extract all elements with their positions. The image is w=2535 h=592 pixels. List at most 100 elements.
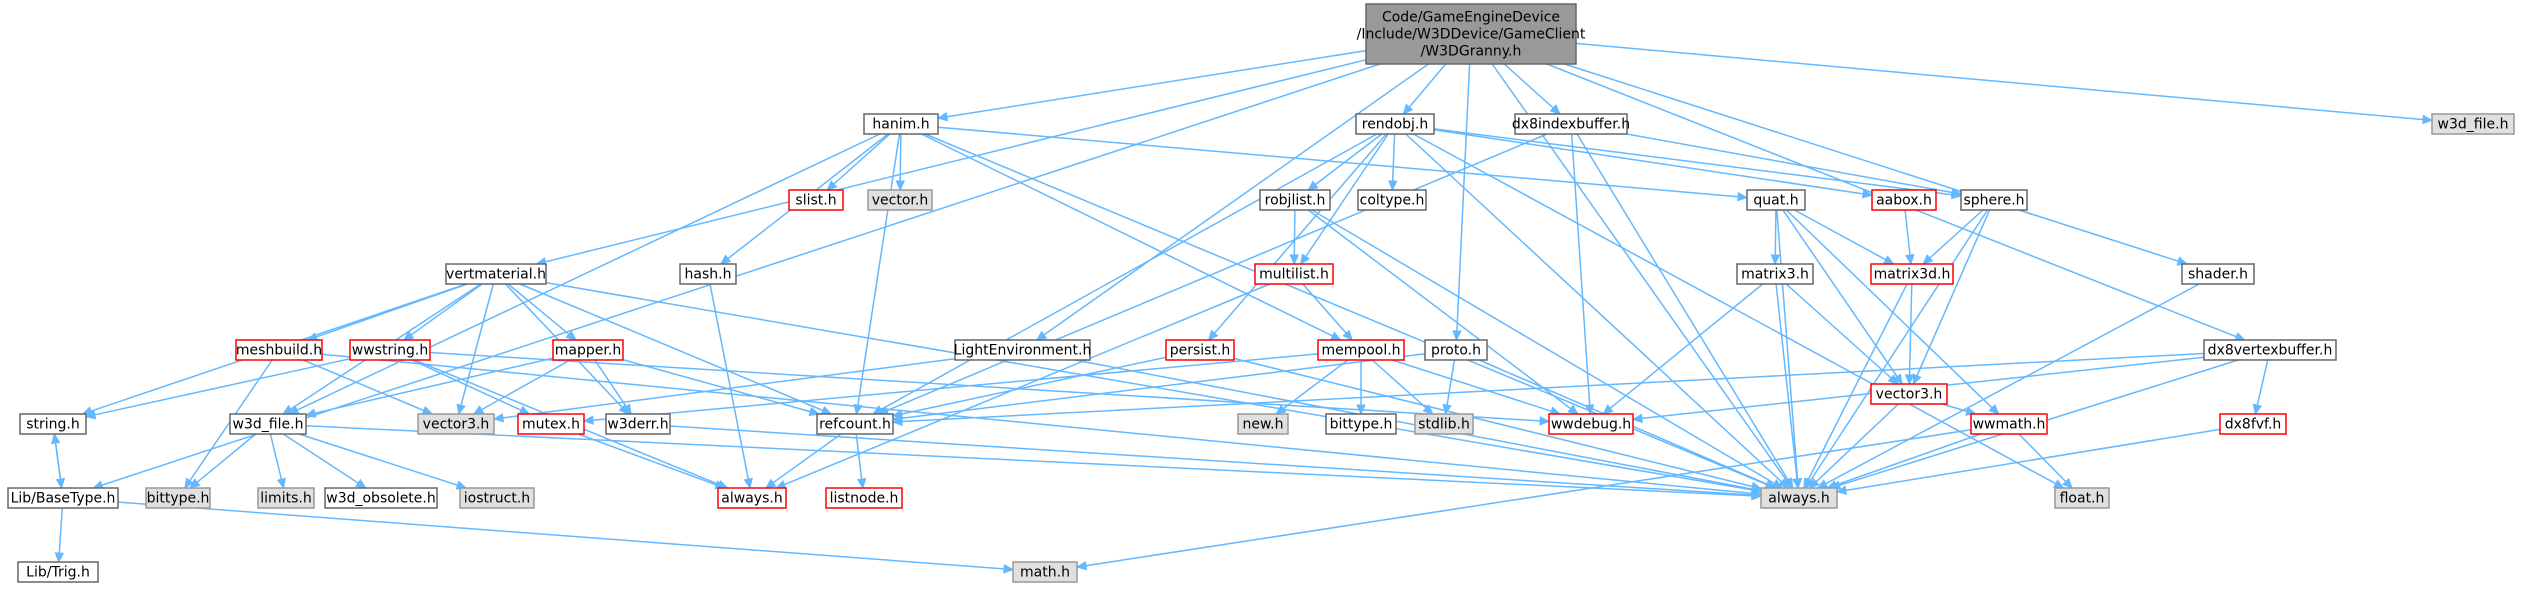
node-w3d-file[interactable]: w3d_file.h [2431,113,2515,135]
node-bittype-h[interactable]: bittype.h [1325,413,1397,435]
edge-mapper-to-w3d_file_h [314,357,554,414]
edge-arrowhead-mempool-to-bittype_h [1356,404,1366,416]
node-rendobj[interactable]: rendobj.h [1355,113,1435,135]
node-label: limits.h [260,491,311,507]
node-proto[interactable]: proto.h [1424,339,1488,361]
node-wwdebug[interactable]: wwdebug.h [1548,413,1634,435]
node-dx8fvf[interactable]: dx8fvf.h [2219,413,2287,435]
edge-hanim-to-w3d_file_h [296,133,881,411]
node-label: dx8vertexbuffer.h [2208,343,2333,359]
node-mapper[interactable]: mapper.h [552,339,624,361]
node-trig[interactable]: Lib/Trig.h [17,561,99,583]
node-basetype[interactable]: Lib/BaseType.h [7,487,119,509]
node-label: mapper.h [555,343,621,359]
edge-w3d_file_h-to-w3d_obsolete [282,433,359,484]
node-math[interactable]: math.h [1012,561,1078,583]
node-label: quat.h [1753,193,1798,209]
edge-arrowhead-basetype-to-trig [54,552,65,564]
edge-arrowhead-root-to-lightenv [1035,330,1048,341]
node-hash[interactable]: hash.h [679,263,737,285]
node-meshbuild[interactable]: meshbuild.h [235,339,323,361]
node-label: always.h [721,491,782,507]
edge-arrowhead-matrix3d-to-vector3 [1904,374,1915,386]
node-bittype-ext[interactable]: bittype.h [145,487,211,509]
node-new[interactable]: new.h [1237,413,1289,435]
node-wwstring[interactable]: wwstring.h [349,339,431,361]
node-float[interactable]: float.h [2054,487,2110,509]
node-persist[interactable]: persist.h [1165,339,1235,361]
node-shader[interactable]: shader.h [2181,263,2255,285]
node-stdlib[interactable]: stdlib.h [1414,413,1474,435]
node-w3d-file-h[interactable]: w3d_file.h [229,413,307,435]
node-box [1548,413,1634,435]
node-box [1760,487,1838,509]
node-lightenv[interactable]: LightEnvironment.h [954,339,1092,361]
node-refcount[interactable]: refcount.h [816,413,894,435]
nodes-layer: Code/GameEngineDevice/Include/W3DDevice/… [7,3,2515,583]
node-vector[interactable]: vector.h [867,189,933,211]
node-box [1365,3,1577,65]
edge-mempool-to-wwdebug [1391,359,1552,412]
edge-arrowhead-wwmath-to-math [1075,560,1088,571]
node-always-ext[interactable]: always.h [1760,487,1838,509]
edge-arrowhead-quat-to-matrix3d [1882,255,1895,265]
node-vertmaterial[interactable]: vertmaterial.h [445,263,547,285]
node-listnode[interactable]: listnode.h [825,487,903,509]
edge-arrowhead-dx8vertexbuffer-to-wwdebug [1631,413,1643,424]
node-always-red[interactable]: always.h [717,487,787,509]
node-box [816,413,894,435]
edge-arrowhead-hanim-to-slist [826,180,838,191]
node-limits[interactable]: limits.h [257,487,315,509]
node-label: w3d_obsolete.h [326,491,435,507]
edge-arrowhead-robjlist-to-multilist [1289,254,1300,266]
edge-arrowhead-refcount-to-listnode [856,478,867,490]
edge-arrowhead-sphere-to-matrix3d [1922,254,1934,265]
node-matrix3d[interactable]: matrix3d.h [1870,263,1954,285]
edge-dx8indexbuffer-to-wwdebug [1570,133,1591,406]
edge-w3derr-to-always_ext [669,425,1753,496]
node-vector3[interactable]: vector3.h [1870,383,1948,405]
node-mutex[interactable]: mutex.h [517,413,585,435]
node-label: dx8indexbuffer.h [1512,117,1630,133]
node-dx8vertexbuffer[interactable]: dx8vertexbuffer.h [2203,339,2337,361]
node-vector3-ext[interactable]: vector3.h [417,413,495,435]
node-label: bittype.h [1330,417,1393,433]
node-box [2181,263,2255,285]
node-label: sphere.h [1963,193,2024,209]
edge-persist-to-refcount [901,356,1167,415]
node-box [2203,339,2337,361]
edge-proto-to-stdlib [1446,359,1456,406]
edge-rendobj-to-persist [1213,133,1387,334]
node-mempool[interactable]: mempool.h [1317,339,1405,361]
edge-arrowhead-rendobj-to-multilist [1300,253,1311,266]
edge-robjlist-to-wwdebug [1307,209,1572,410]
node-wwmath[interactable]: wwmath.h [1970,413,2048,435]
node-dx8indexbuffer[interactable]: dx8indexbuffer.h [1512,113,1630,135]
node-label: w3d_file.h [233,417,304,433]
node-slist[interactable]: slist.h [788,189,844,211]
edge-rendobj-to-sphere [1433,128,1953,196]
node-aabox[interactable]: aabox.h [1871,189,1937,211]
node-label: /W3DGranny.h [1421,44,1522,60]
node-iostruct[interactable]: iostruct.h [459,487,535,509]
node-w3d-obsolete[interactable]: w3d_obsolete.h [324,487,438,509]
node-sphere[interactable]: sphere.h [1960,189,2028,211]
node-label: proto.h [1431,343,1481,359]
node-label: Lib/Trig.h [26,565,90,581]
edge-aabox-to-matrix3d [1904,209,1911,256]
node-coltype[interactable]: coltype.h [1357,189,1427,211]
edge-arrowhead-hanim-to-quat [1737,191,1749,202]
node-multilist[interactable]: multilist.h [1254,263,1334,285]
node-hanim[interactable]: hanim.h [863,113,939,135]
node-string[interactable]: string.h [19,413,87,435]
node-root[interactable]: Code/GameEngineDevice/Include/W3DDevice/… [1357,3,1586,65]
node-box [1325,413,1397,435]
node-robjlist[interactable]: robjlist.h [1259,189,1331,211]
node-quat[interactable]: quat.h [1746,189,1806,211]
edge-arrowhead-mempool-to-stdlib [1422,404,1434,415]
edge-arrowhead-wwstring-to-wwdebug [1539,416,1551,426]
node-matrix3[interactable]: matrix3.h [1736,263,1814,285]
edge-quat-to-matrix3 [1774,209,1777,256]
edge-mutex-to-always_red [577,433,717,486]
node-w3derr[interactable]: w3derr.h [605,413,671,435]
